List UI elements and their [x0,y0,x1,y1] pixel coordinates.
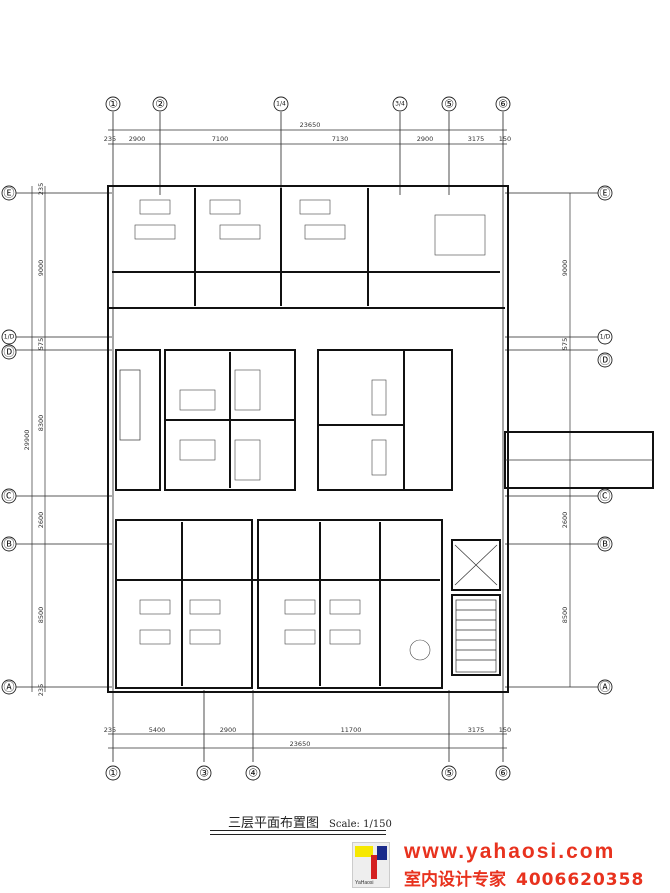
left-total-dimension: 29900 [23,430,31,451]
axis-label: ④ [248,767,258,780]
bottom-dimension: 3175 [468,726,485,734]
axis-label: ⑤ [444,767,454,780]
axis-label: Ⓓ [4,346,15,359]
watermark-logo: YaHaosi [352,842,390,888]
watermark-tagline: 室内设计专家 4006620358 [404,865,644,890]
drawing-title: 三层平面布置图 Scale: 1/150 [228,812,392,831]
building-walls [107,185,654,693]
left-dimension: 235 [37,183,45,195]
axis-label: Ⓔ [4,187,15,200]
furniture [134,199,486,661]
left-dimension: 235 [37,684,45,696]
logo-text: YaHaosi [355,880,374,886]
left-dimension-labels: 29900 235 9000 575 8300 2600 8500 235 [23,183,45,696]
left-dimension: 8300 [37,415,45,432]
right-dimension: 8500 [561,607,569,624]
bottom-total-dimension: 23650 [290,740,311,748]
axis-label: Ⓒ [600,490,611,503]
tagline-text: 室内设计专家 [404,870,506,890]
left-axis-bubbles: Ⓔ 1/D Ⓓ Ⓒ Ⓑ Ⓐ [1,185,17,695]
right-dimension: 2600 [561,512,569,529]
title-underline [210,830,386,835]
left-dimension: 575 [37,338,45,350]
axis-label: Ⓓ [600,354,611,367]
top-dimension: 7100 [212,135,229,143]
axis-label: ① [108,767,118,780]
axis-label: Ⓑ [600,538,611,551]
axis-label: ① [108,98,118,111]
right-axis-bubbles: Ⓔ 1/D Ⓓ Ⓒ Ⓑ Ⓐ [597,185,613,695]
axis-label: Ⓒ [4,490,15,503]
bottom-dimension: 150 [499,726,511,734]
top-dimension: 7130 [332,135,349,143]
right-dimension: 575 [561,338,569,350]
axis-label: ⑥ [498,98,508,111]
axis-label: ③ [199,767,209,780]
bottom-axis-bubbles: ① ③ ④ ⑤ ⑥ [105,765,511,781]
stairs-and-lift [119,369,498,673]
axis-label: Ⓐ [4,681,15,694]
axis-label: 3/4 [395,101,405,108]
top-dimension-labels: 23650 235 2900 7100 7130 2900 3175 150 [104,121,511,143]
title-text: 三层平面布置图 [228,816,320,831]
right-dimension: 9000 [561,260,569,277]
bottom-dimension: 5400 [149,726,166,734]
bottom-dimension: 11700 [341,726,362,734]
axis-label: ② [155,98,165,111]
bottom-dimension-labels: 235 5400 2900 11700 3175 150 23650 [104,726,511,748]
watermark-url: www.yahaosi.com [404,840,616,863]
axis-label: Ⓑ [4,538,15,551]
top-dimension: 2900 [129,135,146,143]
top-dimension: 235 [104,135,116,143]
right-dimension-labels: 9000 575 2600 8500 [561,260,569,624]
top-dimension: 3175 [468,135,485,143]
bottom-dimension: 2900 [220,726,237,734]
left-dimension: 8500 [37,607,45,624]
axis-label: ⑥ [498,767,508,780]
bottom-dimension: 235 [104,726,116,734]
axis-label: 1/D [600,334,611,341]
left-dimension: 9000 [37,260,45,277]
axis-label: 1/D [4,334,15,341]
left-dimension: 2600 [37,512,45,529]
axis-label: ⑤ [444,98,454,111]
scale-text: Scale: 1/150 [329,819,392,830]
top-dimension: 2900 [417,135,434,143]
phone-number: 4006620358 [516,870,645,890]
axis-label: Ⓐ [600,681,611,694]
axis-label: 1/4 [276,101,286,108]
top-dimension: 150 [499,135,511,143]
axis-label: Ⓔ [600,187,611,200]
top-axis-bubbles: ① ② 1/4 3/4 ⑤ ⑥ [105,96,511,112]
dimension-lines [31,129,571,749]
top-total-dimension: 23650 [300,121,321,129]
